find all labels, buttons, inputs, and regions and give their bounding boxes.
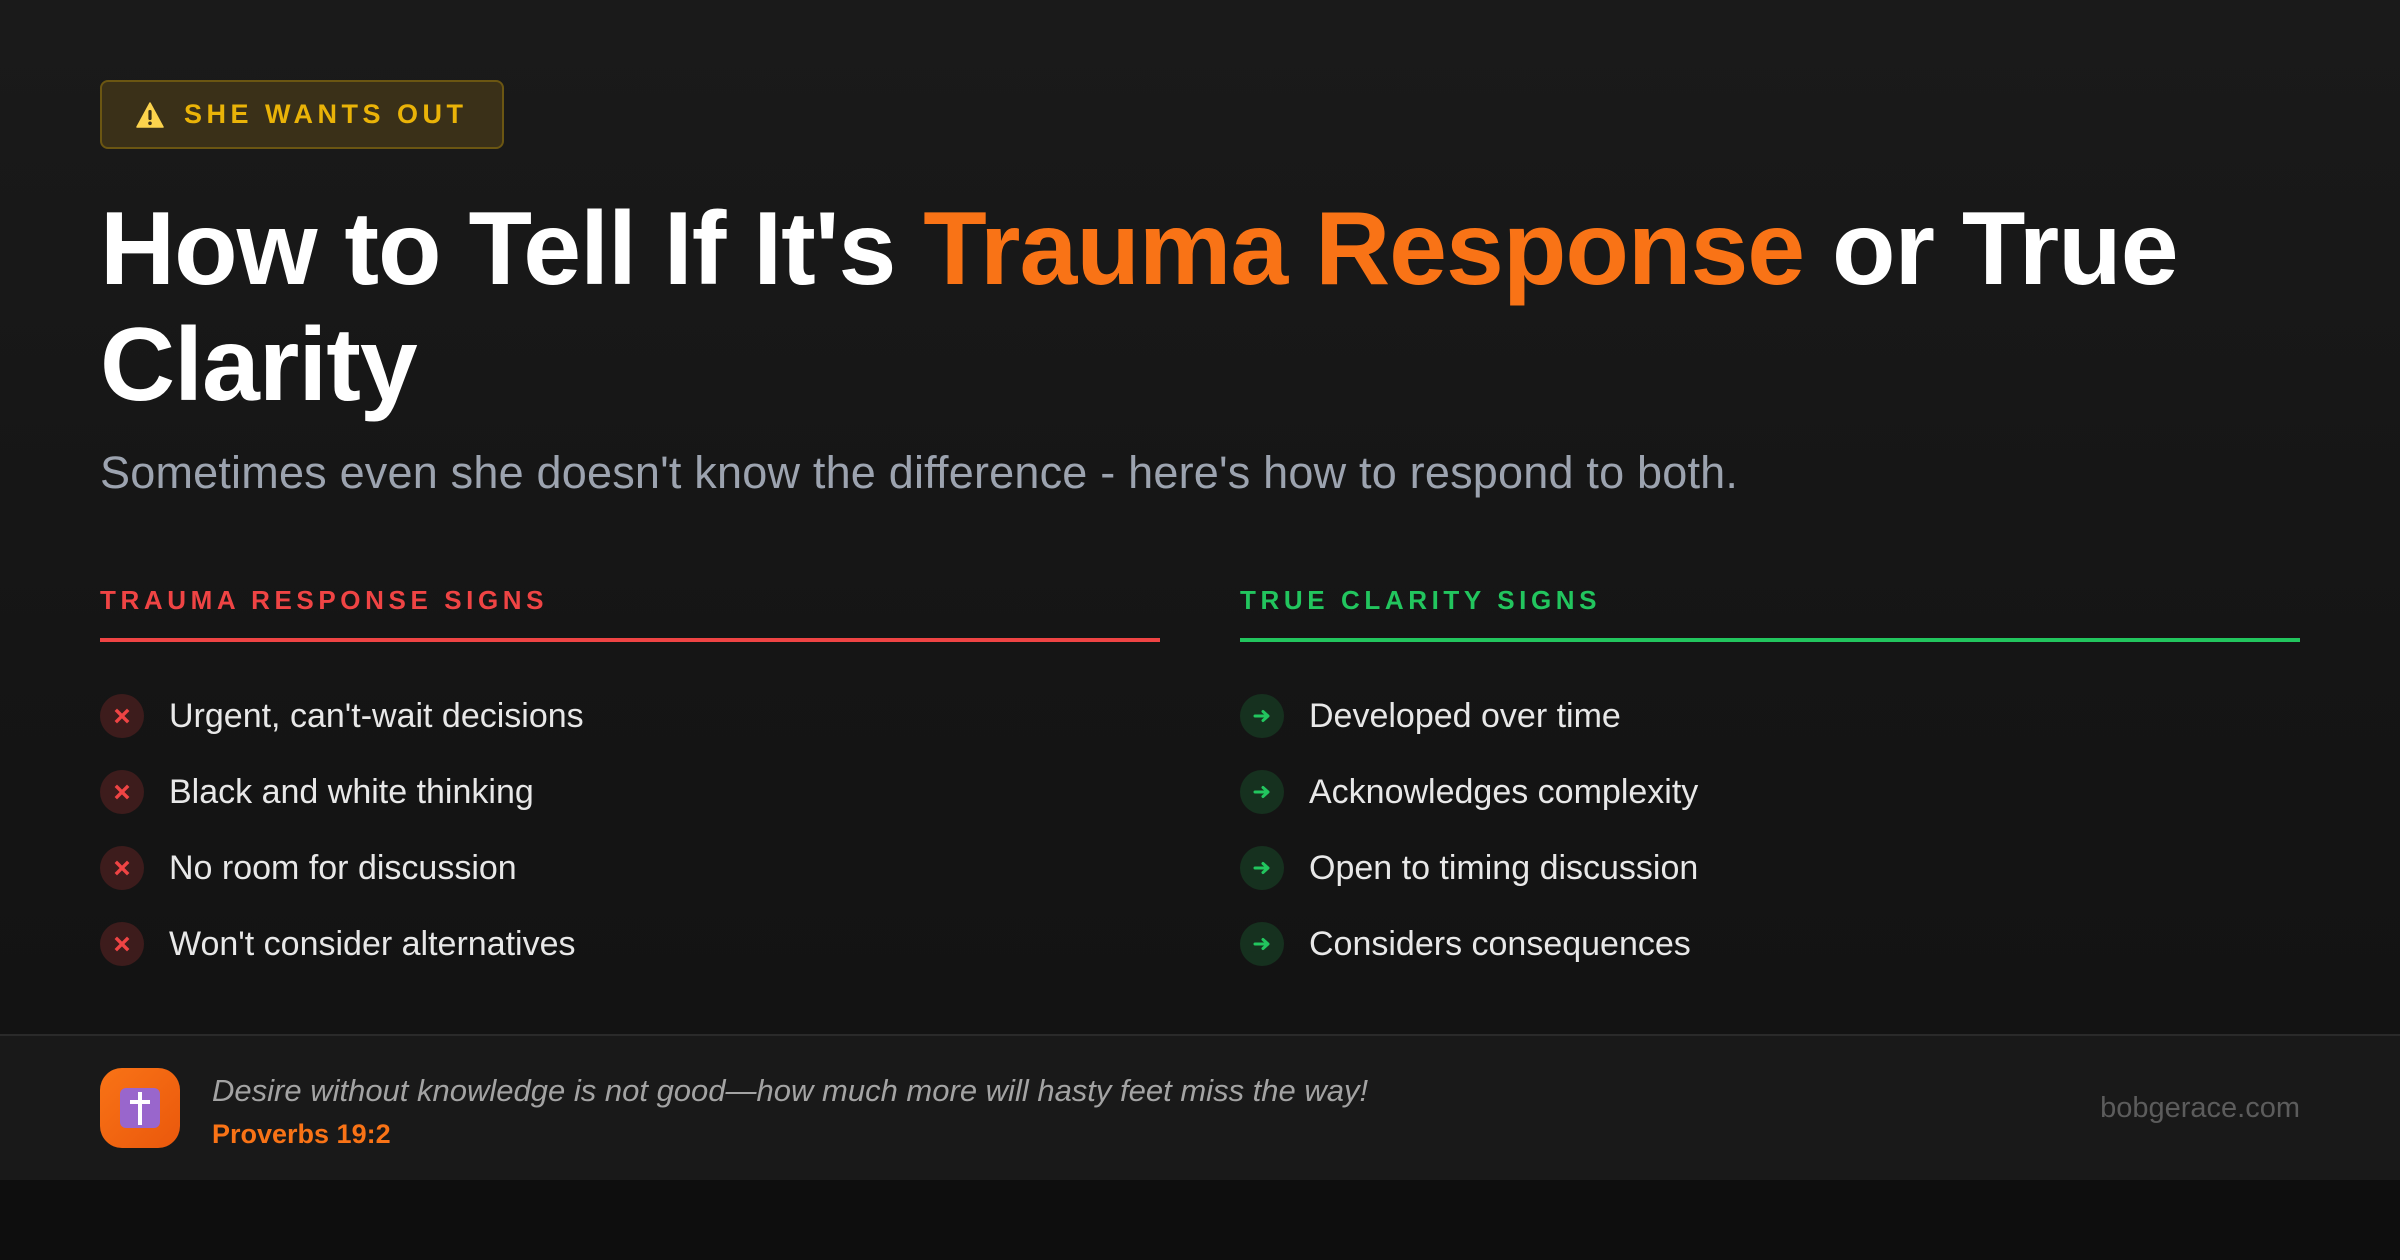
- list-item: Black and white thinking: [100, 754, 1160, 830]
- clarity-signs-list: Developed over time Acknowledges complex…: [1240, 678, 2300, 982]
- list-item-text: Developed over time: [1309, 697, 1621, 735]
- list-item: Won't consider alternatives: [100, 906, 1160, 982]
- site-link[interactable]: bobgerace.com: [2100, 1092, 2300, 1124]
- trauma-divider: [100, 638, 1160, 642]
- footer: Desire without knowledge is not good—how…: [0, 1034, 2400, 1180]
- arrow-right-icon: [1240, 770, 1284, 814]
- list-item-text: Black and white thinking: [169, 773, 534, 811]
- scripture-quote: Desire without knowledge is not good—how…: [212, 1073, 1369, 1108]
- list-item-text: Considers consequences: [1309, 925, 1691, 963]
- infographic-card: SHE WANTS OUT How to Tell If It's Trauma…: [0, 0, 2400, 1180]
- scripture-reference: Proverbs 19:2: [212, 1119, 391, 1149]
- arrow-right-icon: [1240, 846, 1284, 890]
- trauma-column-title: TRAUMA RESPONSE SIGNS: [100, 585, 549, 615]
- list-item-text: Urgent, can't-wait decisions: [169, 697, 584, 735]
- list-item: Developed over time: [1240, 678, 2300, 754]
- page-subtitle: Sometimes even she doesn't know the diff…: [100, 447, 1739, 498]
- warning-icon: [136, 101, 164, 128]
- page-title: How to Tell If It's Trauma Response or T…: [100, 191, 2340, 423]
- title-text-before: How to Tell If It's: [100, 191, 924, 307]
- cross-glyph: [120, 1088, 160, 1128]
- x-icon: [100, 694, 144, 738]
- title-text-after: or True Clarity: [100, 191, 2179, 423]
- cross-icon: [100, 1068, 180, 1148]
- clarity-column-title: TRUE CLARITY SIGNS: [1240, 585, 1602, 615]
- arrow-right-icon: [1240, 694, 1284, 738]
- x-icon: [100, 770, 144, 814]
- trauma-response-column: TRAUMA RESPONSE SIGNS Urgent, can't-wait…: [100, 580, 1160, 982]
- true-clarity-column: TRUE CLARITY SIGNS Developed over time A…: [1240, 580, 2300, 982]
- x-icon: [100, 846, 144, 890]
- list-item-text: Acknowledges complexity: [1309, 773, 1699, 811]
- list-item: Considers consequences: [1240, 906, 2300, 982]
- trauma-signs-list: Urgent, can't-wait decisions Black and w…: [100, 678, 1160, 982]
- category-badge: SHE WANTS OUT: [100, 80, 504, 149]
- list-item: No room for discussion: [100, 830, 1160, 906]
- comparison-columns: TRAUMA RESPONSE SIGNS Urgent, can't-wait…: [100, 580, 2300, 982]
- list-item: Urgent, can't-wait decisions: [100, 678, 1160, 754]
- badge-label: SHE WANTS OUT: [184, 99, 468, 129]
- list-item-text: Won't consider alternatives: [169, 925, 576, 963]
- clarity-divider: [1240, 638, 2300, 642]
- x-icon: [100, 922, 144, 966]
- list-item-text: No room for discussion: [169, 849, 517, 887]
- title-accent-text: Trauma Response: [923, 191, 1805, 307]
- list-item: Open to timing discussion: [1240, 830, 2300, 906]
- arrow-right-icon: [1240, 922, 1284, 966]
- header-section: SHE WANTS OUT How to Tell If It's Trauma…: [100, 80, 2300, 501]
- list-item-text: Open to timing discussion: [1309, 849, 1699, 887]
- list-item: Acknowledges complexity: [1240, 754, 2300, 830]
